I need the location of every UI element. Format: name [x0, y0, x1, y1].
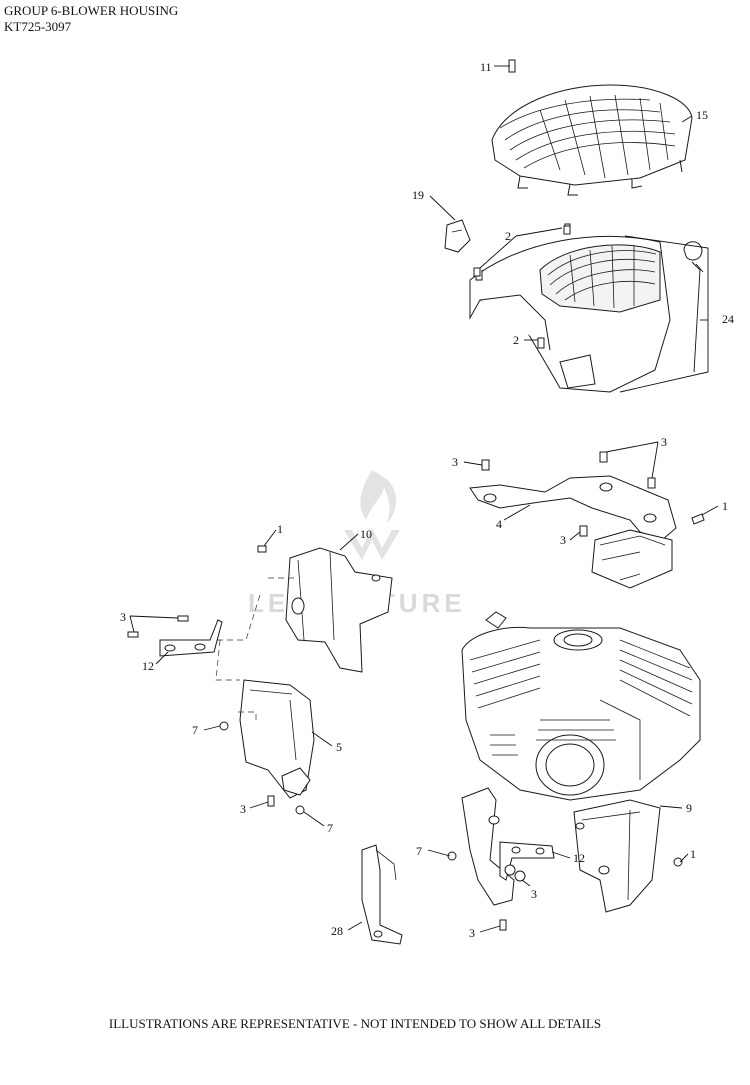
callout-7b: 7 [327, 821, 333, 835]
callout-7a: 7 [192, 723, 198, 737]
callout-1a: 1 [722, 499, 728, 513]
callout-2a: 2 [505, 229, 511, 243]
callout-9: 9 [686, 801, 692, 815]
clip-part-19 [444, 219, 471, 253]
cylinder-shroud-part-10 [285, 547, 393, 673]
model-number: KT725-3097 [4, 19, 72, 34]
callout-3c: 3 [560, 533, 566, 547]
engine-block [461, 611, 701, 801]
callout-3g: 3 [469, 926, 475, 940]
blower-housing [469, 223, 671, 393]
callout-24: 24 [722, 312, 734, 326]
callout-5: 5 [336, 740, 342, 754]
callout-19: 19 [412, 188, 424, 202]
fastener-bolts [127, 225, 705, 931]
callout-28: 28 [331, 924, 343, 938]
callout-labels: 11 15 19 2 2 24 3 3 4 1 3 10 1 3 12 7 5 … [120, 60, 734, 940]
bracket-part-12-right [499, 841, 555, 881]
callout-3d: 3 [120, 610, 126, 624]
leader-24-frame [619, 235, 709, 393]
callout-3a: 3 [452, 455, 458, 469]
bracket-part-12-left [159, 619, 223, 657]
dashed-guide-left-top [215, 577, 296, 681]
bracket-part-28 [361, 844, 403, 945]
cylinder-shroud-part-9 [573, 799, 661, 913]
dipstick-part-24 [683, 241, 704, 373]
callout-4: 4 [496, 517, 502, 531]
callout-7c: 7 [416, 844, 422, 858]
callout-12b: 12 [573, 851, 585, 865]
callout-2b: 2 [513, 333, 519, 347]
baffle-plate-part-4 [469, 475, 677, 589]
callout-11: 11 [480, 60, 492, 74]
callout-1b: 1 [277, 522, 283, 536]
callout-3f: 3 [531, 887, 537, 901]
callout-10: 10 [360, 527, 372, 541]
callout-1c: 1 [690, 847, 696, 861]
callout-3e: 3 [240, 802, 246, 816]
dashed-guide-left-low [238, 711, 257, 720]
diagram-title: GROUP 6-BLOWER HOUSING [4, 3, 179, 18]
callout-leaders [129, 65, 719, 933]
callout-3b: 3 [661, 435, 667, 449]
blower-screen-part-15 [491, 59, 693, 196]
callout-12a: 12 [142, 659, 154, 673]
callout-15: 15 [696, 108, 708, 122]
cylinder-shroud-part-5 [239, 679, 315, 799]
disclaimer-footer: ILLUSTRATIONS ARE REPRESENTATIVE - NOT I… [108, 1016, 602, 1031]
